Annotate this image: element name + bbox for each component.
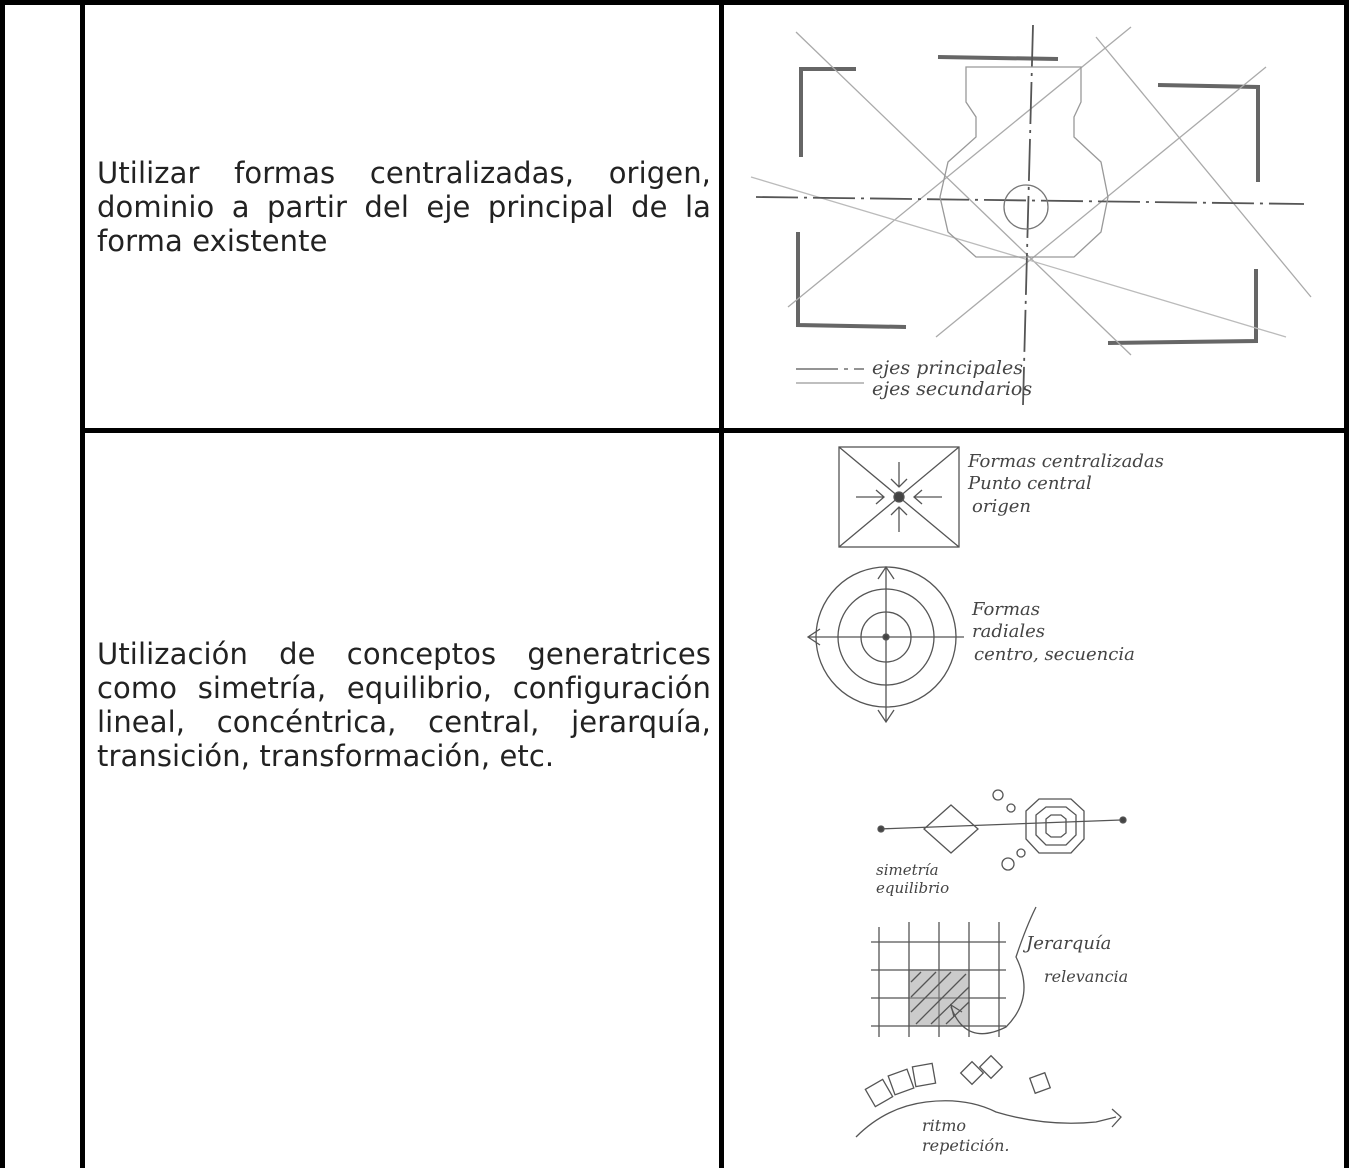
label-symmetry-1: simetría — [876, 861, 939, 879]
row-divider — [80, 428, 1349, 433]
label-rhythm-1: ritmo — [922, 1116, 966, 1135]
label-hierarchy-2: relevancia — [1044, 967, 1128, 986]
column-divider-1 — [80, 0, 85, 1168]
label-radial-1: Formas — [971, 599, 1040, 620]
table-border-left — [0, 0, 5, 1168]
axes-sketch: ejes principales ejes secundarios — [750, 24, 1312, 406]
centralized-square — [838, 446, 960, 548]
legend-secondary-axes: ejes secundarios — [872, 378, 1032, 400]
row-1-text: Utilizar formas centralizadas, origen, d… — [97, 156, 711, 258]
concepts-sketch: Formas centralizadas Punto central orige… — [806, 446, 1164, 1155]
label-centralized-2: Punto central — [967, 473, 1092, 494]
label-centralized-3: origen — [972, 496, 1031, 517]
legend-main-axes: ejes principales — [872, 357, 1023, 379]
label-symmetry-2: equilibrio — [876, 879, 949, 897]
column-divider-2 — [719, 0, 724, 1168]
label-radial-3: centro, secuencia — [974, 644, 1135, 665]
row-2-text: Utilización de conceptos generatrices co… — [97, 637, 711, 773]
label-radial-2: radiales — [972, 621, 1045, 642]
label-rhythm-2: repetición. — [922, 1136, 1009, 1155]
label-centralized-1: Formas centralizadas — [967, 451, 1164, 472]
table-border-top — [0, 0, 1349, 5]
label-hierarchy-1: Jerarquía — [1022, 933, 1111, 954]
table-border-right — [1344, 0, 1349, 1168]
